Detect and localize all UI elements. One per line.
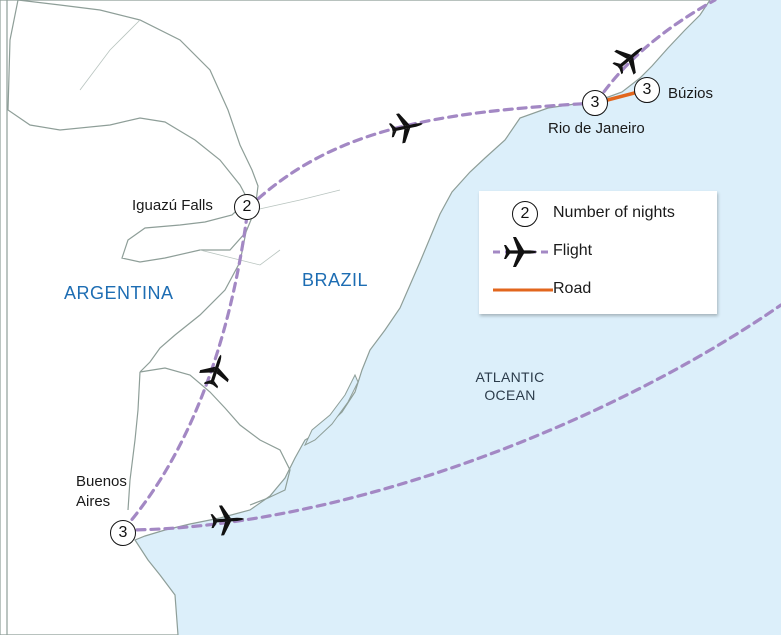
country-border-uruguay: [127, 367, 291, 511]
country-border-paraguay: [7, 0, 259, 263]
flight-route-buenosaires-iguazu: [121, 206, 250, 532]
ocean-label-line1: ATLANTIC: [475, 369, 545, 385]
ocean-label-line2: OCEAN: [484, 387, 536, 403]
legend-row-flight: Flight: [479, 237, 717, 267]
airplane-icon: [208, 500, 248, 540]
state-lines-brazil: [79, 19, 341, 266]
nights-badge-buenos-aires: 3: [110, 520, 136, 546]
nights-badge-iguazu: 2: [234, 194, 260, 220]
nights-badge-buzios: 3: [634, 77, 660, 103]
city-label-buenos-aires-line2: Aires: [76, 493, 111, 510]
legend-label-road: Road: [553, 280, 592, 297]
flight-route-rio-north: [594, 0, 717, 105]
legend-row-road: Road: [479, 275, 717, 305]
legend-row-nights: 2 Number of nights: [479, 199, 717, 229]
airplane-icon: [387, 107, 427, 147]
legend: 2 Number of nights Flight Road: [479, 191, 717, 314]
city-label-rio: Rio de Janeiro: [548, 120, 645, 137]
lagoon-dos-patos: [303, 373, 359, 447]
legend-label-nights: Number of nights: [553, 204, 675, 221]
city-label-buzios: Búzios: [668, 85, 714, 102]
country-border-argentina-brazil: [139, 231, 247, 373]
city-label-buenos-aires-line1: Buenos: [76, 473, 127, 490]
country-label-argentina: ARGENTINA: [64, 283, 174, 303]
land-mass: [0, 0, 711, 635]
airplane-icon: [610, 38, 650, 78]
flight-route-iguazu-rio: [246, 101, 598, 210]
road-line-icon: [493, 288, 553, 292]
country-label-brazil: BRAZIL: [302, 270, 369, 290]
nights-badge-rio: 3: [582, 90, 608, 116]
legend-label-flight: Flight: [553, 242, 593, 259]
airplane-icon: [501, 232, 541, 272]
city-label-iguazu: Iguazú Falls: [132, 197, 213, 214]
ocean-label: ATLANTIC OCEAN: [462, 368, 558, 404]
airplane-icon: [196, 350, 236, 390]
circled-number-icon: 2: [512, 201, 538, 227]
city-label-buenos-aires: Buenos Aires: [76, 472, 127, 512]
